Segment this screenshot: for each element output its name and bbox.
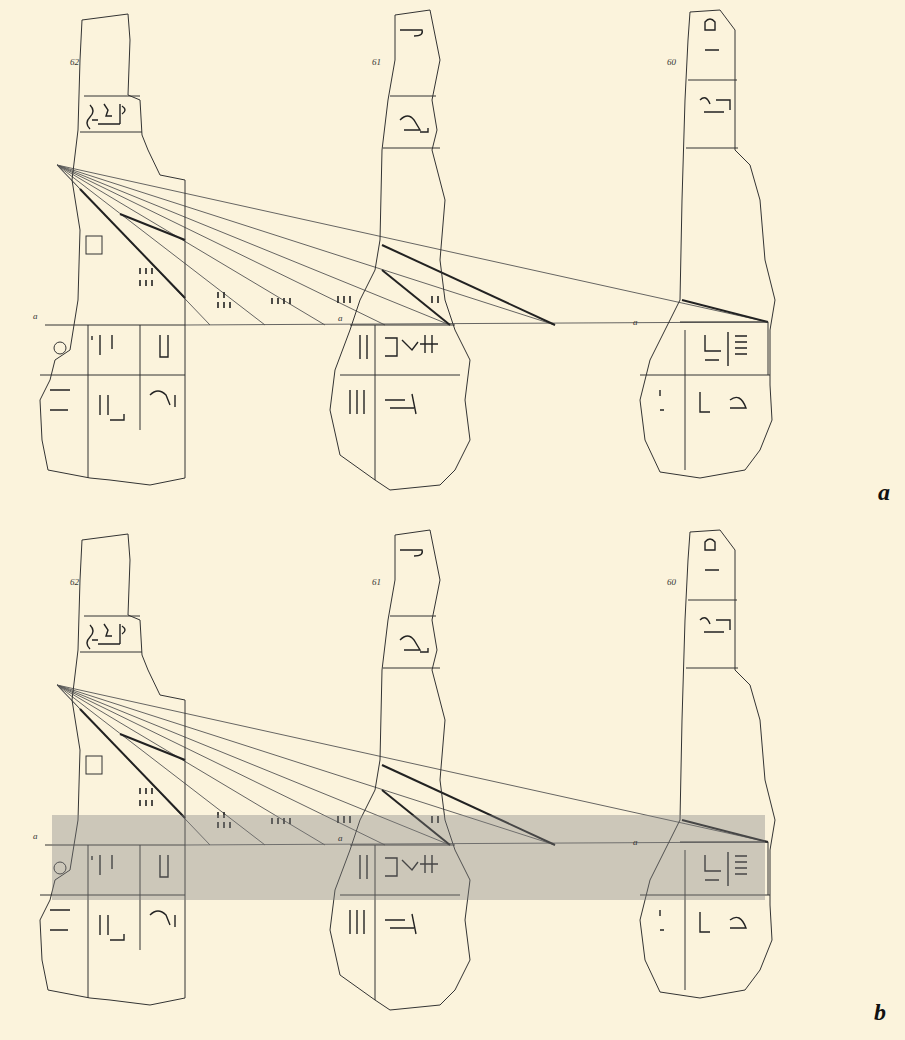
fragment-number: 62 [70, 58, 79, 67]
row-letter: a [338, 314, 343, 323]
fragment-number: 61 [372, 578, 381, 587]
row-letter: a [633, 318, 638, 327]
fragment-number: 61 [372, 58, 381, 67]
fragment-number: 62 [70, 578, 79, 587]
fragment-number: 60 [667, 578, 676, 587]
panel-letter: b [874, 1000, 886, 1024]
row-letter: a [633, 838, 638, 847]
panel-letter: a [878, 480, 890, 504]
fragment-number: 60 [667, 58, 676, 67]
row-letter: a [33, 312, 38, 321]
row-letter: a [33, 832, 38, 841]
row-letter: a [338, 834, 343, 843]
